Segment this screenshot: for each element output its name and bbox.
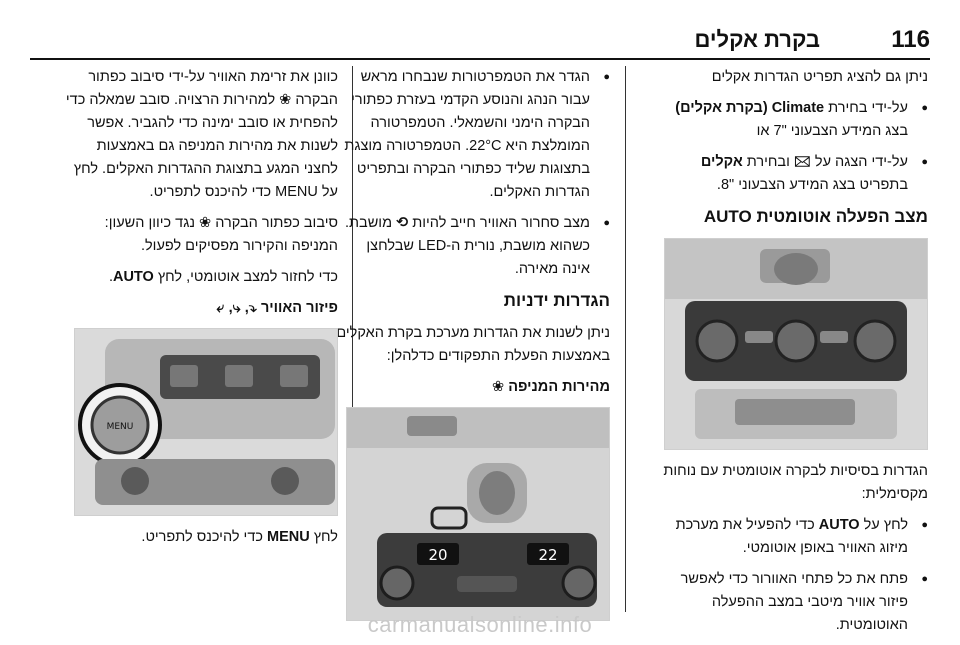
fan-icon: ❀ (492, 379, 505, 395)
menu-caption: לחץ MENU כדי להיכנס לתפריט. (141, 529, 338, 545)
fan-speed-text: כוונן את זרימת האוויר על-ידי סיבוב כפתור… (65, 69, 338, 200)
page-number: 116 (891, 26, 930, 53)
list-item: פתח את כל פתחי האוורור כדי לאפשר פיזור א… (654, 568, 928, 637)
middle-column: הגדר את הטמפרטורות שנבחרו מראש עבור הנהג… (336, 66, 610, 631)
climate-panel-photo (664, 238, 928, 450)
list-item: על-ידי הצגה על 🖂 ובחירת אקלים בתפריט בצג… (654, 151, 928, 197)
recirculation-icon: ⟲ (396, 215, 409, 231)
fan-off-text: סיבוב כפתור הבקרה ❀ נגד כיוון השעון: המנ… (104, 215, 338, 254)
fan-icon: ❀ (199, 215, 212, 231)
list-item: מצב סחרור האוויר חייב להיות ⟲ מושבת. כשה… (336, 212, 610, 281)
climate-panel-close-photo: 20 22 (346, 407, 610, 621)
list-item: הגדר את הטמפרטורות שנבחרו מראש עבור הנהג… (336, 66, 610, 204)
watermark: carmanualsonline.info (367, 612, 593, 637)
manual-settings-text: ניתן לשנות את הגדרות מערכת בקרת האקלים ב… (336, 325, 610, 364)
climate-menu-intro: ניתן גם להציג תפריט הגדרות אקלים (711, 69, 928, 85)
right-column: ניתן גם להציג תפריט הגדרות אקלים על-ידי … (654, 66, 928, 645)
header-rule (30, 58, 930, 60)
section-title: בקרת אקלים (694, 27, 820, 52)
temp-right-label: 22 (538, 546, 557, 564)
left-column: כוונן את זרימת האוויר על-ידי סיבוב כפתור… (64, 66, 338, 557)
menu-knob-label: MENU (107, 422, 134, 432)
auto-return-text: כדי לחזור למצב אוטומטי, לחץ AUTO. (108, 269, 338, 285)
auto-mode-text: הגדרות בסיסיות לבקרה אוטומטית עם נוחות מ… (663, 463, 928, 502)
menu-knob-photo: MENU (74, 328, 338, 516)
column-divider (625, 66, 626, 612)
air-distribution-icons: ⤵, ⤷, ⤶ (216, 300, 257, 316)
climate-menu-list: על-ידי בחירת Climate (בקרת אקלים) בצג המ… (654, 97, 928, 197)
air-distribution-heading: פיזור האוויר ⤵, ⤷, ⤶ (216, 300, 338, 316)
auto-mode-heading: מצב הפעלה אוטומטית AUTO (703, 207, 928, 226)
temp-left-label: 20 (428, 546, 447, 564)
fan-speed-heading: מהירות המניפה ❀ (492, 379, 610, 395)
home-screen-icon: 🖂 (793, 154, 811, 170)
fan-icon: ❀ (279, 92, 292, 108)
page-header: 116 בקרת אקלים (30, 26, 930, 54)
list-item: על-ידי בחירת Climate (בקרת אקלים) בצג המ… (654, 97, 928, 143)
manual-settings-heading: הגדרות ידניות (503, 291, 610, 310)
list-item: לחץ על AUTO כדי להפעיל את מערכת מיזוג הא… (654, 514, 928, 560)
column-divider (352, 66, 353, 612)
temperature-list: הגדר את הטמפרטורות שנבחרו מראש עבור הנהג… (336, 66, 610, 281)
auto-mode-list: לחץ על AUTO כדי להפעיל את מערכת מיזוג הא… (654, 514, 928, 637)
